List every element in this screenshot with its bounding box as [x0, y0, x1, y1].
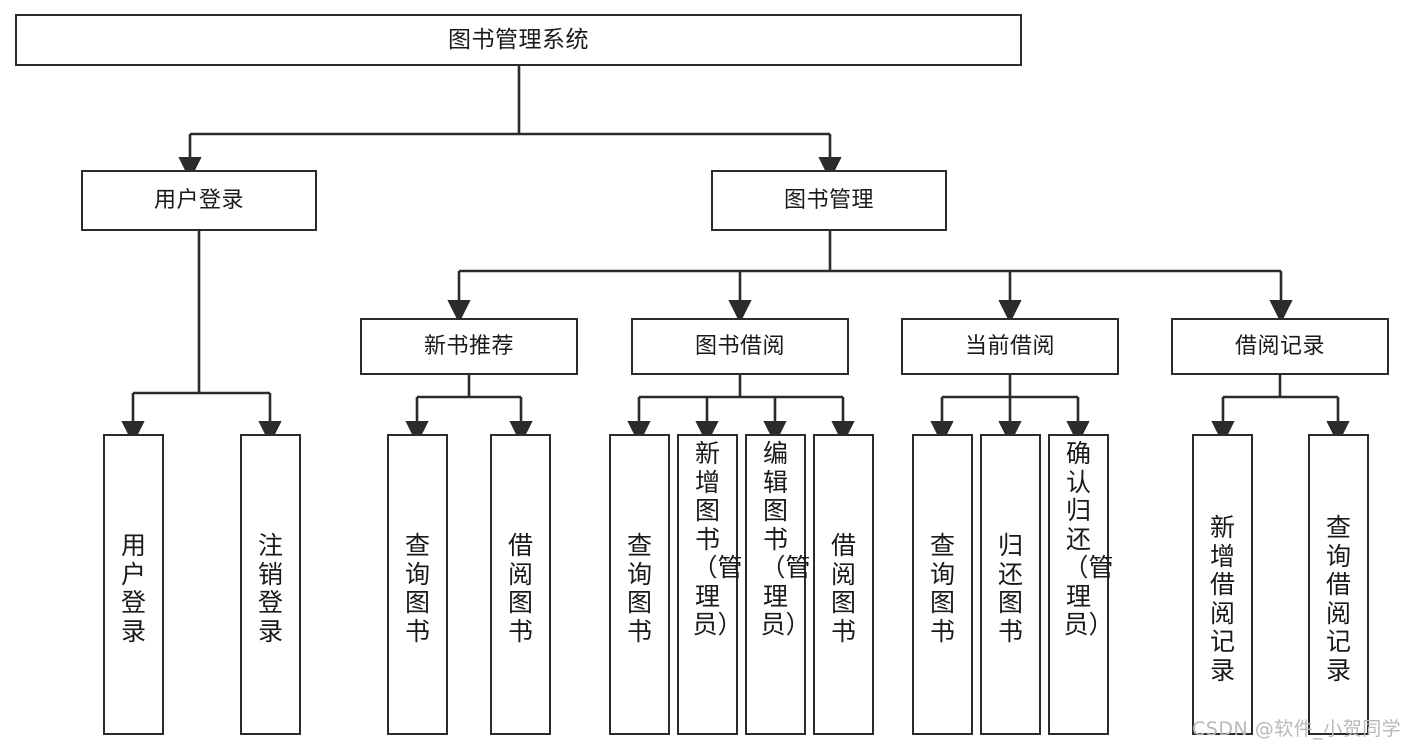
node-label: 图书借阅	[694, 333, 785, 359]
leaf-current-borrow-confirm-return-admin[interactable]: 确认归还（管理员）	[1048, 434, 1114, 735]
node-label: 借阅图书	[507, 531, 533, 646]
node-label: 当前借阅	[964, 333, 1055, 359]
node-label: 查询图书	[404, 531, 430, 646]
node-label: 新书推荐	[423, 333, 514, 359]
leaf-new-book-query-book[interactable]: 查询图书	[387, 434, 448, 735]
node-book-management[interactable]: 图书管理	[711, 170, 947, 231]
node-label: 借阅图书	[830, 531, 856, 646]
leaf-user-login-login[interactable]: 用户登录	[103, 434, 164, 735]
node-label: 用户登录	[120, 531, 146, 646]
leaf-book-borrow-borrow-book[interactable]: 借阅图书	[813, 434, 874, 735]
node-new-book-recommend[interactable]: 新书推荐	[360, 318, 578, 375]
node-label: 图书管理系统	[448, 26, 589, 53]
leaf-user-login-logout[interactable]: 注销登录	[240, 434, 301, 735]
leaf-current-borrow-return-book[interactable]: 归还图书	[980, 434, 1041, 735]
csdn-watermark: CSDN @软件_小贺同学	[1192, 718, 1402, 740]
node-label: 查询图书	[626, 531, 652, 646]
node-book-borrow[interactable]: 图书借阅	[631, 318, 849, 375]
node-label: 借阅记录	[1234, 333, 1325, 359]
leaf-book-borrow-query-book[interactable]: 查询图书	[609, 434, 670, 735]
leaf-borrow-record-add-record[interactable]: 新增借阅记录	[1192, 434, 1253, 735]
leaf-borrow-record-query-record[interactable]: 查询借阅记录	[1308, 434, 1369, 735]
node-label: 注销登录	[257, 531, 283, 646]
node-label: 归还图书	[997, 531, 1023, 646]
node-label: 用户登录	[153, 187, 244, 213]
leaf-new-book-borrow-book[interactable]: 借阅图书	[490, 434, 551, 735]
leaf-current-borrow-query-book[interactable]: 查询图书	[912, 434, 973, 735]
node-label: 查询图书	[929, 531, 955, 646]
node-book-management-system[interactable]: 图书管理系统	[15, 14, 1022, 66]
node-label: 新增借阅记录	[1209, 513, 1235, 685]
node-borrow-record[interactable]: 借阅记录	[1171, 318, 1389, 375]
node-label: 查询借阅记录	[1325, 513, 1351, 685]
node-current-borrow[interactable]: 当前借阅	[901, 318, 1119, 375]
node-label: 新增图书（管理员）	[692, 439, 743, 639]
leaf-book-borrow-add-book-admin[interactable]: 新增图书（管理员）	[677, 434, 743, 735]
node-label: 确认归还（管理员）	[1063, 439, 1114, 639]
node-label: 编辑图书（管理员）	[760, 439, 811, 639]
leaf-book-borrow-edit-book-admin[interactable]: 编辑图书（管理员）	[745, 434, 811, 735]
node-user-login[interactable]: 用户登录	[81, 170, 317, 231]
node-label: 图书管理	[783, 187, 874, 213]
